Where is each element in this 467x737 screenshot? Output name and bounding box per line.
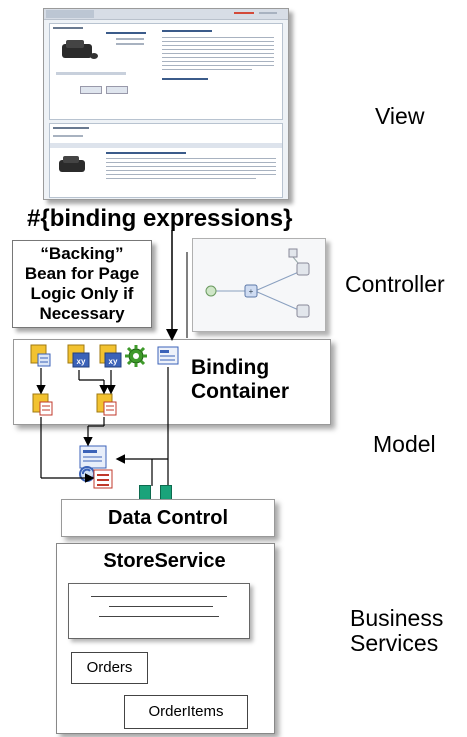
entity-order-items: OrderItems <box>124 695 248 729</box>
iterator-icon: xy <box>67 344 90 368</box>
quantity-slider <box>56 72 126 75</box>
task-flow-graph: + <box>205 248 310 318</box>
row-text <box>106 166 276 167</box>
controller-flow-diagram: + <box>192 238 326 332</box>
row-text <box>106 174 276 175</box>
doc-line <box>109 606 213 607</box>
update-button <box>80 86 102 94</box>
svg-text:xy: xy <box>109 357 118 366</box>
description-text <box>162 65 274 66</box>
description-title <box>162 30 212 32</box>
additional-info <box>162 78 208 80</box>
product-field <box>116 43 144 45</box>
panel-header <box>53 27 83 29</box>
remove-button <box>106 86 128 94</box>
binding-container-line-1: Binding <box>191 356 270 379</box>
attribute-binding-icon <box>96 393 117 416</box>
backing-bean-line-4: Necessary <box>39 304 125 323</box>
description-text <box>162 37 274 38</box>
description-text <box>162 57 274 58</box>
product-field <box>116 38 144 40</box>
description-text <box>162 53 274 54</box>
layer-label-view: View <box>375 103 425 129</box>
svg-text:xy: xy <box>77 357 86 366</box>
layer-label-model: Model <box>373 431 436 457</box>
doc-line <box>99 616 219 617</box>
backing-bean-line-2: Bean for Page <box>24 264 140 283</box>
screenshot-link <box>259 12 277 14</box>
binding-doc-icon <box>157 346 179 365</box>
description-text <box>162 69 252 70</box>
layer-label-business-services: Business Services <box>350 606 443 656</box>
toolbar <box>53 135 83 137</box>
panel-header <box>53 127 89 129</box>
screenshot-tab-active <box>46 10 94 18</box>
doc-line <box>91 596 227 597</box>
table-row-image <box>59 156 85 172</box>
backing-bean-line-3: Logic Only if <box>30 284 134 303</box>
binding-container-line-2: Container <box>191 380 290 403</box>
table-header <box>50 143 282 148</box>
product-name <box>106 32 146 34</box>
description-text <box>162 61 274 62</box>
view-page-screenshot <box>43 8 289 200</box>
backing-bean-line-1: “Backing” <box>40 244 124 263</box>
service-document-icon <box>68 583 250 639</box>
row-text <box>106 170 276 171</box>
row-text <box>106 162 276 163</box>
page-def-icon <box>30 344 51 367</box>
console-product-image <box>62 40 98 59</box>
screenshot-table-panel <box>49 123 283 198</box>
svg-text:+: + <box>249 287 254 296</box>
data-control-box: Data Control <box>61 499 275 537</box>
store-service-title: StoreService <box>103 550 226 572</box>
entity-orders: Orders <box>71 652 148 684</box>
binding-container-title: Binding Container <box>191 356 289 404</box>
row-title <box>106 152 186 154</box>
screenshot-details-panel <box>49 23 283 120</box>
business-line-2: Services <box>350 630 439 656</box>
binding-expressions-label: #{binding expressions} <box>27 205 293 232</box>
action-binding-icon: xy <box>99 344 122 368</box>
description-text <box>162 45 274 46</box>
row-text <box>106 178 256 179</box>
row-text <box>106 158 276 159</box>
description-text <box>162 41 274 42</box>
method-icon <box>125 345 147 367</box>
backing-bean-box: “Backing” Bean for Page Logic Only if Ne… <box>12 240 152 328</box>
screenshot-titlebar <box>44 9 288 20</box>
layer-label-controller: Controller <box>345 271 445 297</box>
screenshot-link <box>234 12 254 14</box>
description-text <box>162 49 274 50</box>
business-line-1: Business <box>350 605 444 631</box>
